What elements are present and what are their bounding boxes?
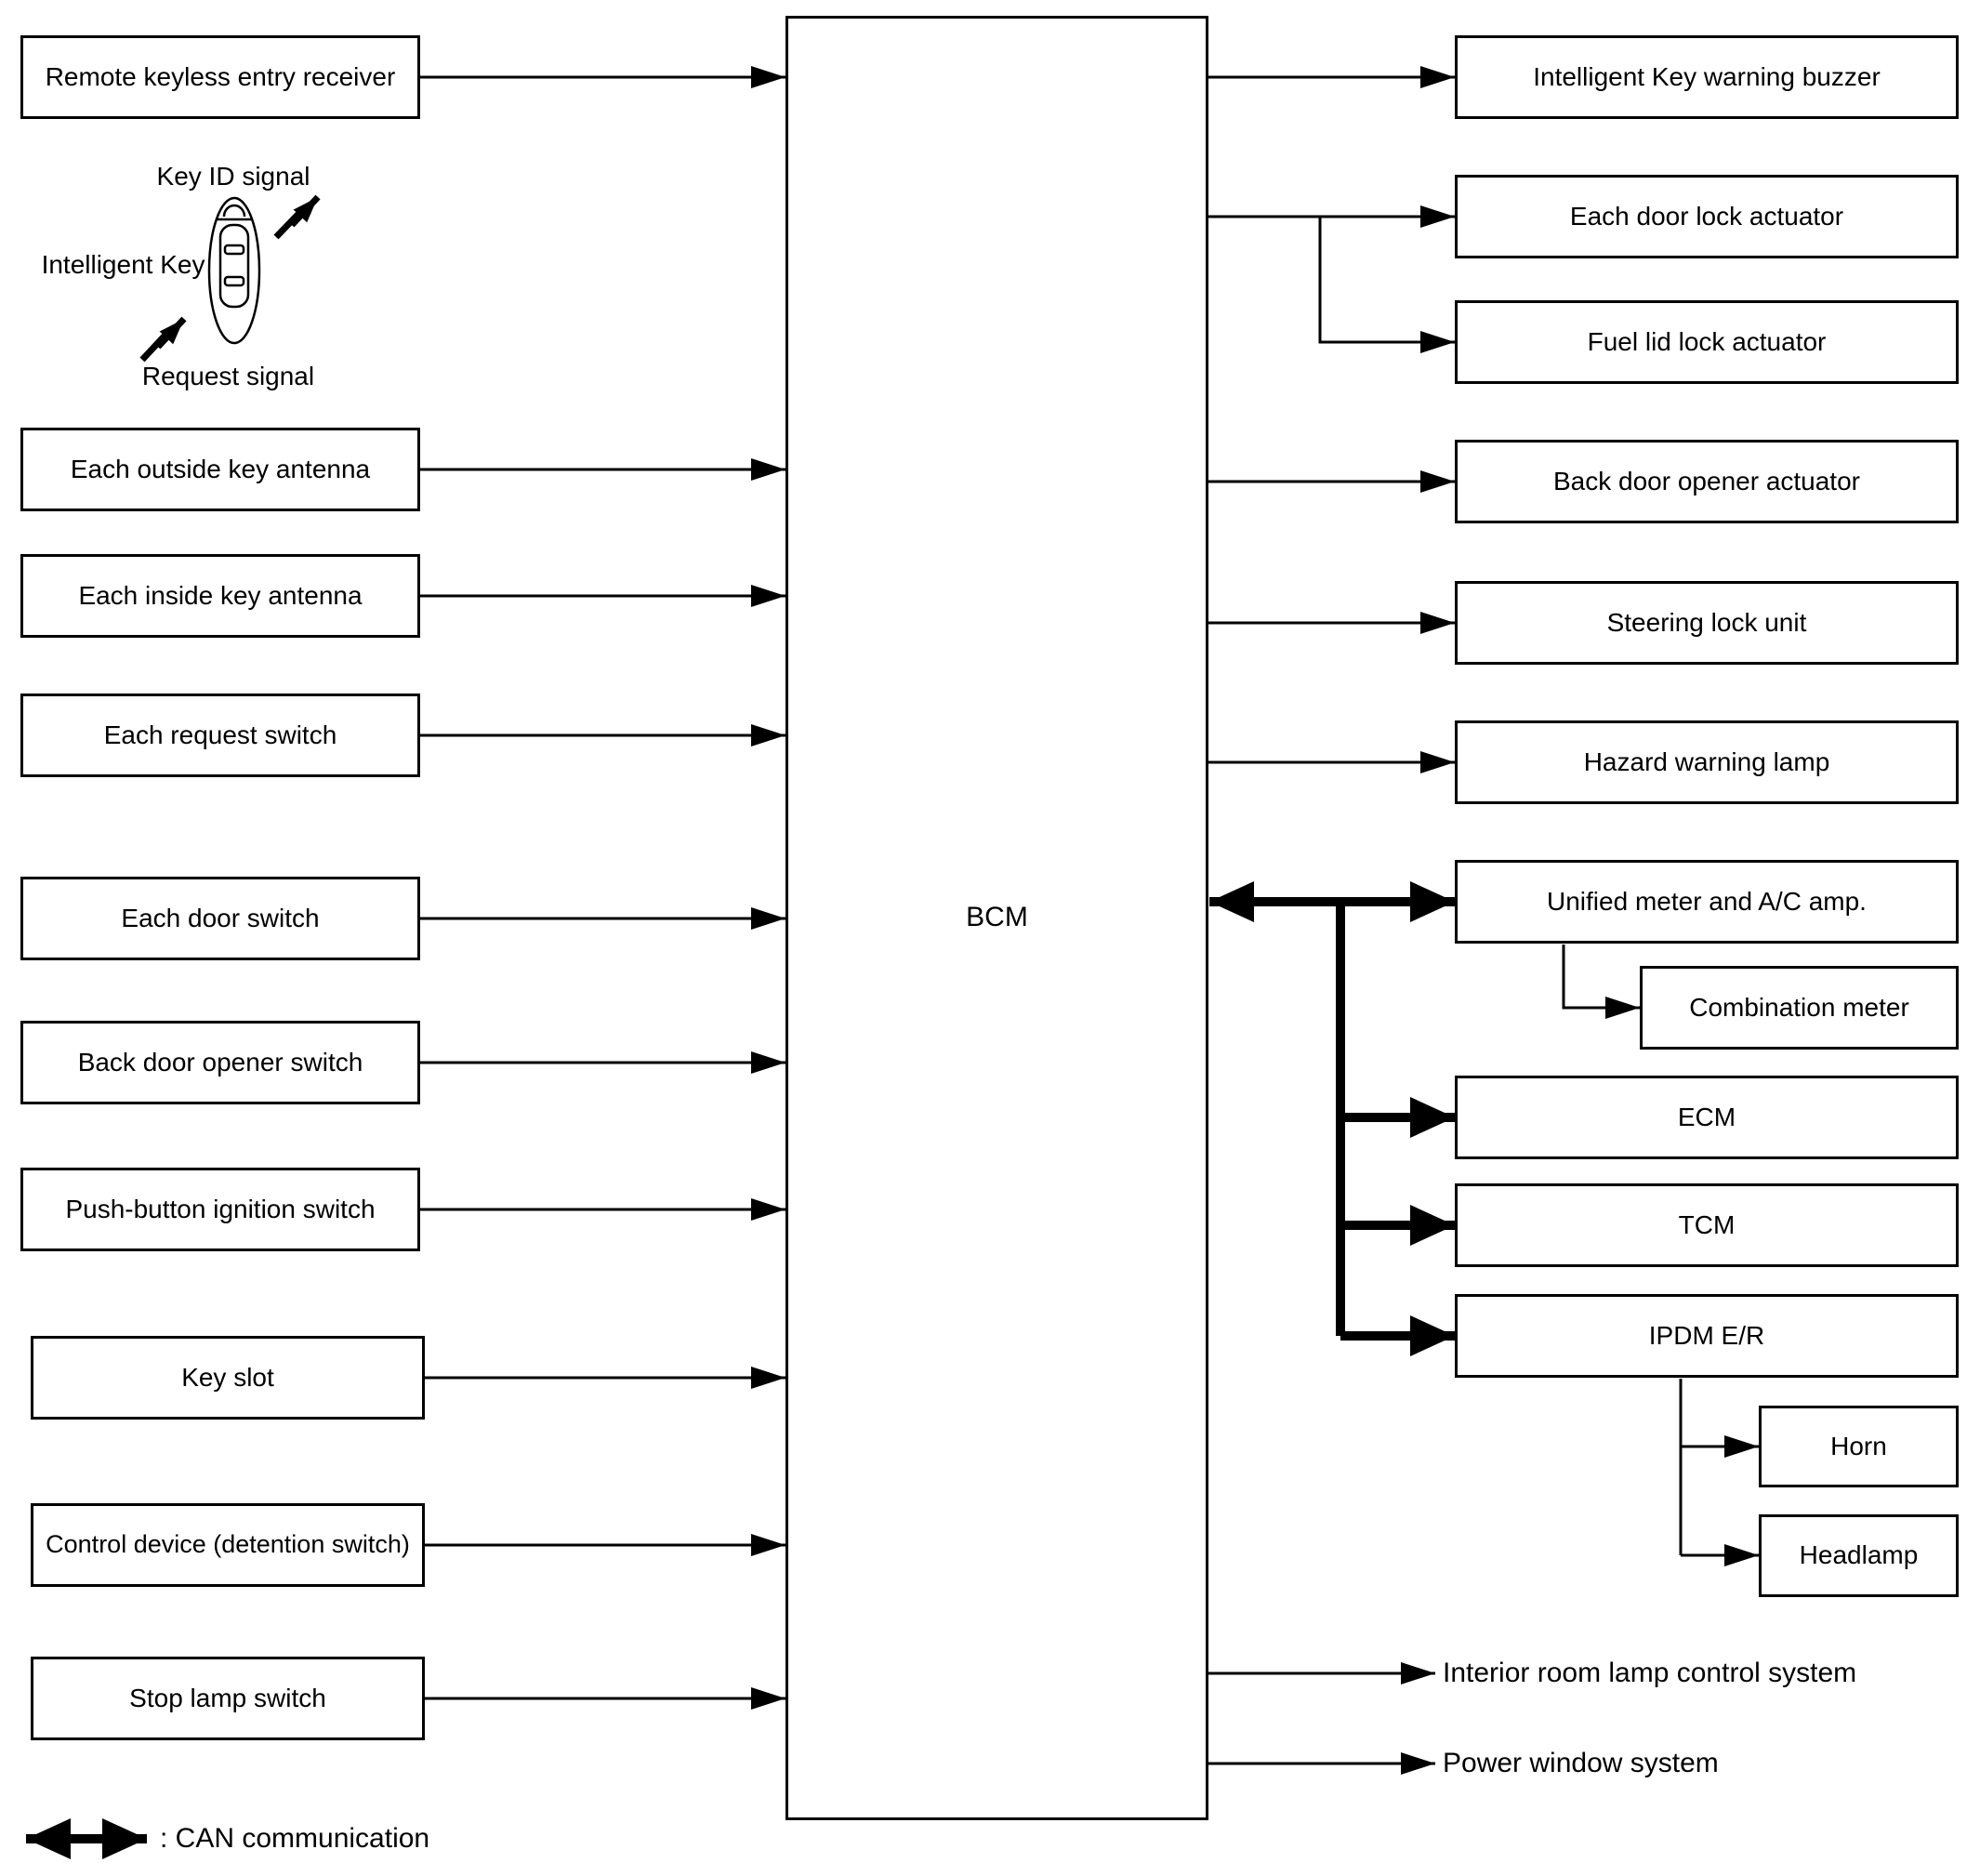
node-back-door-opener-switch: Back door opener switch: [20, 1021, 420, 1104]
node-headlamp: Headlamp: [1759, 1514, 1959, 1597]
label-request-signal: Request signal: [141, 362, 315, 390]
node-back-door-opener-actuator: Back door opener actuator: [1455, 440, 1959, 523]
node-intelligent-key-warning-buzzer: Intelligent Key warning buzzer: [1455, 35, 1959, 119]
label-key-id-signal: Key ID signal: [156, 162, 310, 191]
label-intelligent-key: Intelligent Key: [41, 250, 205, 279]
label-interior-room-lamp-control-system: Interior room lamp control system: [1443, 1658, 1857, 1688]
node-ecm: ECM: [1455, 1076, 1959, 1159]
node-unified-meter-ac-amp: Unified meter and A/C amp.: [1455, 860, 1959, 944]
node-control-device: Control device (detention switch): [31, 1503, 425, 1587]
left-input-connectors: [420, 66, 785, 1710]
can-communication-connectors: [1209, 881, 1455, 1356]
node-remote-keyless-entry-receiver: Remote keyless entry receiver: [20, 35, 420, 119]
node-ipdm-er: IPDM E/R: [1455, 1294, 1959, 1378]
key-id-signal-bolt-icon: [273, 194, 321, 240]
node-horn: Horn: [1759, 1406, 1959, 1487]
node-each-outside-key-antenna: Each outside key antenna: [20, 428, 420, 511]
node-combination-meter: Combination meter: [1640, 966, 1959, 1050]
node-push-button-ignition-switch: Push-button ignition switch: [20, 1168, 420, 1251]
node-bcm: BCM: [785, 16, 1208, 1820]
node-each-door-lock-actuator: Each door lock actuator: [1455, 175, 1959, 258]
node-stop-lamp-switch: Stop lamp switch: [31, 1657, 425, 1740]
node-tcm: TCM: [1455, 1183, 1959, 1267]
node-fuel-lid-lock-actuator: Fuel lid lock actuator: [1455, 300, 1959, 384]
request-signal-bolt-icon: [139, 316, 187, 363]
node-key-slot: Key slot: [31, 1336, 425, 1420]
label-power-window-system: Power window system: [1443, 1748, 1719, 1778]
node-hazard-warning-lamp: Hazard warning lamp: [1455, 720, 1959, 804]
node-each-door-switch: Each door switch: [20, 877, 420, 960]
right-output-connectors: [1208, 66, 1759, 1775]
legend-can-communication: : CAN communication: [160, 1823, 430, 1854]
node-each-inside-key-antenna: Each inside key antenna: [20, 554, 420, 638]
intelligent-key-fob-icon: [207, 196, 261, 345]
node-steering-lock-unit: Steering lock unit: [1455, 581, 1959, 665]
node-each-request-switch: Each request switch: [20, 694, 420, 777]
